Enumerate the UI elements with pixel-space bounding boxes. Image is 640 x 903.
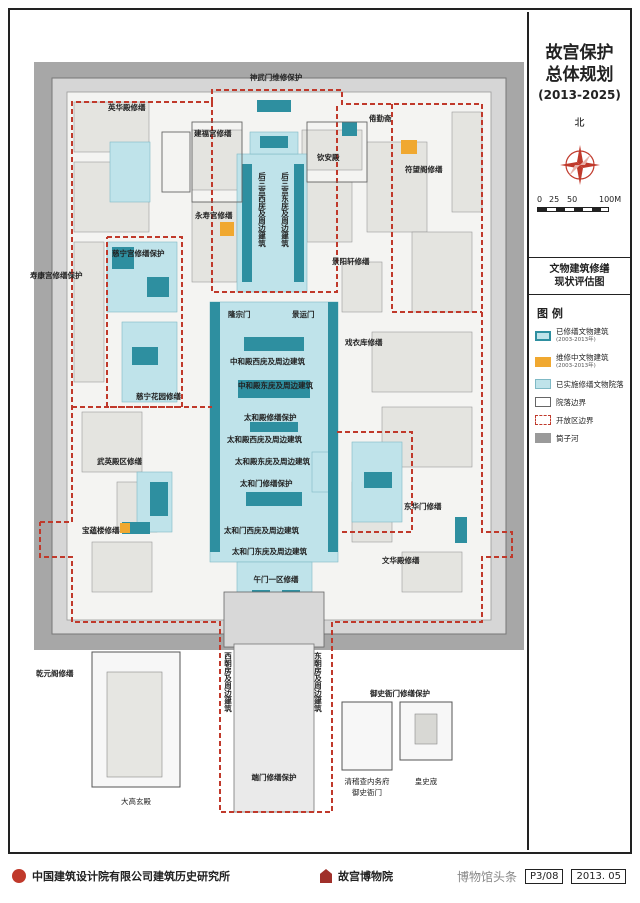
swatch-under-repair	[535, 357, 551, 367]
label-yushi-name1: 清稽查内务府	[345, 776, 390, 786]
legend-panel: 故宫保护 总体规划 (2013-2025) 北 0 25 50 100M 文物建…	[529, 12, 630, 850]
legend-label-5: 筒子河	[556, 433, 579, 443]
title-line1: 故宫保护	[545, 43, 614, 63]
legend-item-boundary: 院落边界	[535, 397, 630, 407]
legend-item-moat: 筒子河	[535, 433, 630, 443]
legend-title: 图 例	[537, 307, 563, 320]
footer-org: 中国建筑设计院有限公司建筑历史研究所	[32, 870, 230, 883]
swatch-repaired	[535, 331, 551, 341]
compass-icon	[559, 145, 600, 185]
footer: 中国建筑设计院有限公司建筑历史研究所 故宫博物院 博物馆头条 P3/08 201…	[8, 858, 632, 894]
north-label: 北	[574, 118, 585, 129]
legend-label-2: 已实施修缮文物院落	[556, 379, 624, 389]
legend-item-courtyard: 已实施修缮文物院落	[535, 379, 630, 389]
swatch-open-area	[535, 415, 551, 425]
label-yongshougong: 永寿宫修缮	[194, 210, 233, 220]
label-taihemen-west: 太和门西庑及周边建筑	[224, 525, 299, 535]
sheet-frame	[8, 8, 632, 854]
sheet-code: P3/08	[524, 868, 564, 884]
palace-map: 神武门维修保护 英华殿修缮 建福宫修缮 钦安殿 倦勤斋 符望阁修缮 永寿宫修缮 …	[30, 62, 524, 813]
label-huangshicheng: 皇史宬	[415, 776, 438, 786]
legend-item-under-repair: 维修中文物建筑(2003-2013年)	[535, 353, 630, 371]
label-baoyunlou: 宝蕴楼修缮	[82, 525, 120, 535]
label-yushiyamen: 御史衙门修缮保护	[369, 688, 430, 698]
label-wenhuadian: 文华殿修缮	[382, 555, 420, 565]
label-qinandian: 钦安殿	[317, 152, 340, 162]
label-taihe-east: 太和殿东庑及周边建筑	[235, 456, 310, 466]
label-housan-east: 后三宫东庑及周边建筑	[280, 171, 289, 249]
label-donghuamen: 东华门修缮	[404, 501, 442, 511]
map-area: 神武门维修保护 英华殿修缮 建福宫修缮 钦安殿 倦勤斋 符望阁修缮 永寿宫修缮 …	[12, 12, 529, 850]
label-xichaofang: 西朝房及周边建筑	[223, 652, 232, 714]
scale-bar-graphic	[537, 207, 609, 212]
label-taihemen: 太和门修缮保护	[240, 478, 293, 488]
map-subtitle: 文物建筑修缮 现状评估图	[529, 257, 630, 295]
title-line2: 总体规划	[545, 65, 614, 85]
legend-label-3: 院落边界	[556, 397, 586, 407]
legend-label-0: 已修缮文物建筑	[556, 327, 609, 336]
label-yangxinzhai: 倦勤斋	[369, 113, 392, 123]
label-shenwumen: 神武门维修保护	[250, 72, 303, 82]
sheet-date: 2013. 05	[571, 868, 626, 884]
label-yushi-name2: 御史衙门	[352, 787, 382, 797]
scale-0: 0	[537, 195, 543, 204]
label-yinghuadian: 英华殿修缮	[108, 102, 146, 112]
label-cininggong: 慈宁宫修缮保护	[112, 248, 165, 258]
open-area-boundary	[39, 89, 513, 813]
label-dagaoxuandian: 大高玄殿	[121, 796, 151, 806]
label-cininghuayuan: 慈宁花园修缮	[136, 391, 181, 401]
legend-note-1: (2003-2013年)	[556, 363, 596, 369]
footer-museum: 故宫博物院	[320, 868, 393, 884]
wumen-plaza	[223, 591, 325, 648]
scale-50: 50	[567, 195, 578, 204]
scale-100: 100M	[599, 195, 622, 204]
swatch-courtyard	[535, 379, 551, 389]
courtyard-boundary	[161, 121, 368, 203]
legend-note-0: (2003-2013年)	[556, 337, 596, 343]
label-shoukanggong: 寿康宫修缮保护	[30, 270, 83, 280]
label-taihemen-east: 太和门东庑及周边建筑	[232, 546, 307, 556]
museum-logo-icon	[320, 869, 332, 883]
legend-label-4: 开放区边界	[556, 415, 594, 425]
legend-item-open-area: 开放区边界	[535, 415, 630, 425]
label-qianyuange: 乾元阁修缮	[36, 668, 74, 678]
inset-yushiyamen	[341, 701, 393, 771]
legend-label-1: 维修中文物建筑	[556, 353, 609, 362]
label-zhonghe-west: 中和殿西庑及周边建筑	[230, 356, 305, 366]
label-duanmen: 端门修缮保护	[252, 772, 297, 782]
label-taihe-west: 太和殿西庑及周边建筑	[227, 434, 302, 444]
label-jingyangxuan: 景阳轩修缮	[332, 256, 370, 266]
institute-logo-icon	[12, 869, 26, 883]
plan-title: 故宫保护 总体规划	[529, 42, 630, 86]
vertical-labels: 后三宫西庑及周边建筑 后三宫东庑及周边建筑 西朝房及周边建筑 东朝房及周边建筑	[223, 171, 322, 714]
map-labels: 神武门维修保护 英华殿修缮 建福宫修缮 钦安殿 倦勤斋 符望阁修缮 永寿宫修缮 …	[30, 72, 443, 806]
scale-25: 25	[549, 195, 560, 204]
museum-name: 故宫博物院	[338, 870, 393, 883]
footer-right: 博物馆头条 P3/08 2013. 05	[457, 868, 626, 885]
inset-huangshicheng	[399, 701, 453, 761]
scale-bar: 0 25 50 100M	[537, 195, 627, 235]
subtitle-line2: 现状评估图	[554, 277, 605, 288]
inset-huangshicheng-hall	[414, 713, 438, 745]
label-taihe-repair: 太和殿修缮保护	[244, 412, 297, 422]
swatch-moat	[535, 433, 551, 443]
label-housan-west: 后三宫西庑及周边建筑	[257, 171, 266, 249]
label-dongchaofang: 东朝房及周边建筑	[313, 651, 322, 714]
label-fuwangge: 符望阁修缮	[405, 164, 443, 174]
duanmen-axis	[233, 643, 315, 813]
label-zhonghe-east: 中和殿东庑及周边建筑	[238, 380, 313, 390]
label-longzongmen: 隆宗门	[228, 309, 251, 319]
label-wumen: 午门一区修缮	[254, 574, 299, 584]
label-jingyunmen: 景运门	[292, 309, 315, 319]
legend-item-repaired: 已修缮文物建筑(2003-2013年)	[535, 327, 630, 345]
label-xiyuanku: 戏衣库修缮	[344, 337, 383, 347]
subtitle-line1: 文物建筑修缮	[549, 264, 610, 275]
inset-dagaoxuandian-court	[106, 671, 163, 778]
label-jianfugong: 建福宫修缮	[193, 128, 232, 138]
label-wuyingdian: 武英殿区修缮	[97, 456, 142, 466]
title-years: (2013-2025)	[538, 88, 621, 102]
watermark: 博物馆头条	[456, 869, 517, 884]
swatch-boundary	[535, 397, 551, 407]
